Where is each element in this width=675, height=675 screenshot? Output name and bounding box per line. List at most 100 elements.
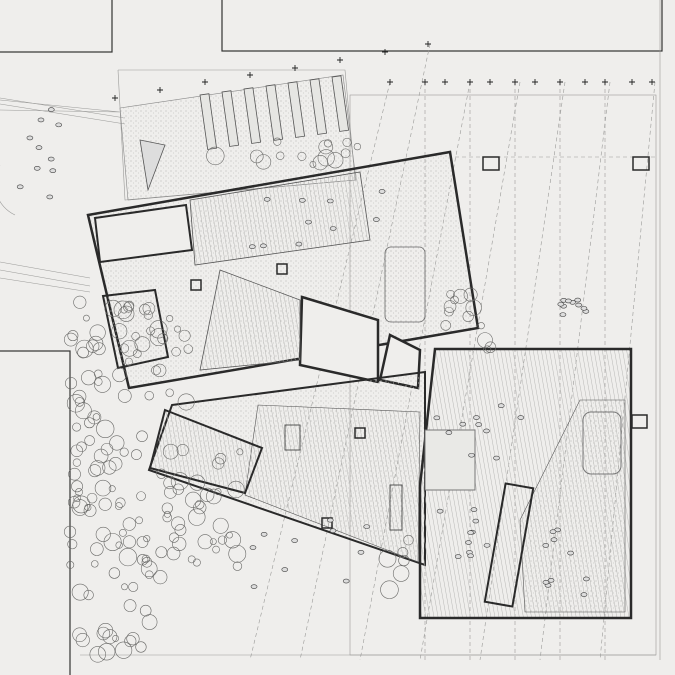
tree bbox=[102, 629, 118, 644]
tree bbox=[177, 393, 195, 411]
tree bbox=[171, 516, 186, 531]
planter-garden bbox=[119, 74, 357, 201]
tree bbox=[446, 289, 455, 299]
tree bbox=[318, 139, 334, 155]
tree bbox=[327, 152, 344, 169]
person-figure bbox=[497, 403, 505, 409]
grid-marker-cross bbox=[512, 79, 518, 85]
person-figure bbox=[468, 452, 475, 458]
tree bbox=[209, 538, 217, 545]
tree bbox=[153, 570, 168, 585]
tree bbox=[443, 300, 457, 313]
tree bbox=[128, 581, 139, 592]
tree bbox=[183, 344, 193, 354]
person-figure bbox=[575, 302, 582, 308]
tree bbox=[309, 161, 317, 168]
tree bbox=[123, 599, 137, 612]
tree bbox=[109, 435, 125, 451]
grid-marker-cross bbox=[292, 65, 298, 71]
tree bbox=[95, 526, 111, 542]
person-figure bbox=[260, 532, 268, 537]
tree bbox=[397, 547, 409, 558]
tree bbox=[236, 448, 244, 456]
tree bbox=[212, 517, 229, 534]
tree bbox=[124, 635, 137, 648]
tree bbox=[212, 457, 225, 470]
tree bbox=[171, 347, 181, 357]
tree bbox=[111, 323, 128, 340]
person-figure bbox=[493, 455, 500, 461]
tree bbox=[115, 541, 123, 549]
tree bbox=[483, 345, 492, 354]
tree bbox=[102, 460, 117, 475]
planter-bed bbox=[331, 75, 350, 132]
tree bbox=[156, 468, 167, 479]
tree bbox=[96, 419, 115, 438]
middle-hall bbox=[147, 370, 426, 567]
tree bbox=[126, 632, 140, 646]
neighbour-building-left bbox=[0, 350, 71, 675]
tree bbox=[161, 502, 173, 514]
tree bbox=[115, 497, 126, 508]
tree bbox=[176, 444, 189, 457]
tree bbox=[124, 300, 135, 311]
tree bbox=[97, 622, 114, 639]
tree bbox=[172, 536, 187, 552]
reception-desk bbox=[424, 429, 476, 491]
grid-marker-cross bbox=[202, 79, 208, 85]
tree bbox=[323, 139, 333, 148]
tree bbox=[72, 422, 82, 432]
tree bbox=[214, 488, 222, 496]
tree bbox=[297, 151, 307, 161]
person-figure bbox=[329, 528, 337, 533]
tree bbox=[65, 377, 78, 390]
tree bbox=[88, 335, 104, 351]
tree bbox=[165, 388, 174, 397]
tree bbox=[98, 643, 116, 661]
tree bbox=[84, 435, 95, 446]
planter-bed bbox=[265, 84, 284, 141]
toilet-block bbox=[148, 408, 264, 495]
person-figure bbox=[583, 576, 590, 582]
grid-marker-cross bbox=[649, 79, 655, 85]
tree bbox=[139, 303, 151, 316]
tree bbox=[108, 567, 121, 579]
tree bbox=[117, 389, 132, 403]
pond bbox=[582, 411, 622, 475]
tree bbox=[71, 499, 89, 516]
person-figure bbox=[378, 189, 386, 194]
tree bbox=[136, 491, 146, 501]
person-figure bbox=[436, 508, 444, 514]
tree bbox=[72, 458, 81, 467]
tree bbox=[206, 146, 225, 166]
tree bbox=[98, 497, 112, 511]
tree bbox=[91, 560, 99, 568]
tree bbox=[108, 485, 116, 493]
tree bbox=[166, 315, 174, 323]
planter-bed bbox=[309, 78, 328, 135]
person-figure bbox=[260, 243, 267, 249]
person-figure bbox=[559, 312, 567, 317]
tree bbox=[226, 531, 233, 539]
tree bbox=[114, 502, 123, 510]
grid-markers bbox=[112, 41, 655, 101]
person-figure bbox=[445, 430, 453, 435]
tree bbox=[170, 472, 189, 491]
office-hatched bbox=[189, 171, 371, 266]
tree bbox=[174, 524, 187, 536]
tree bbox=[155, 546, 168, 559]
tree bbox=[187, 555, 196, 564]
person-figure bbox=[49, 168, 57, 174]
tree bbox=[76, 441, 87, 453]
tree bbox=[174, 325, 181, 333]
tree bbox=[206, 488, 222, 505]
person-figure bbox=[35, 145, 43, 150]
person-figure bbox=[326, 517, 334, 523]
person-figure bbox=[574, 297, 582, 303]
tree bbox=[141, 614, 158, 630]
tree bbox=[64, 332, 78, 347]
grid-marker-cross bbox=[629, 79, 635, 85]
tree bbox=[145, 570, 154, 579]
tree bbox=[139, 604, 152, 617]
